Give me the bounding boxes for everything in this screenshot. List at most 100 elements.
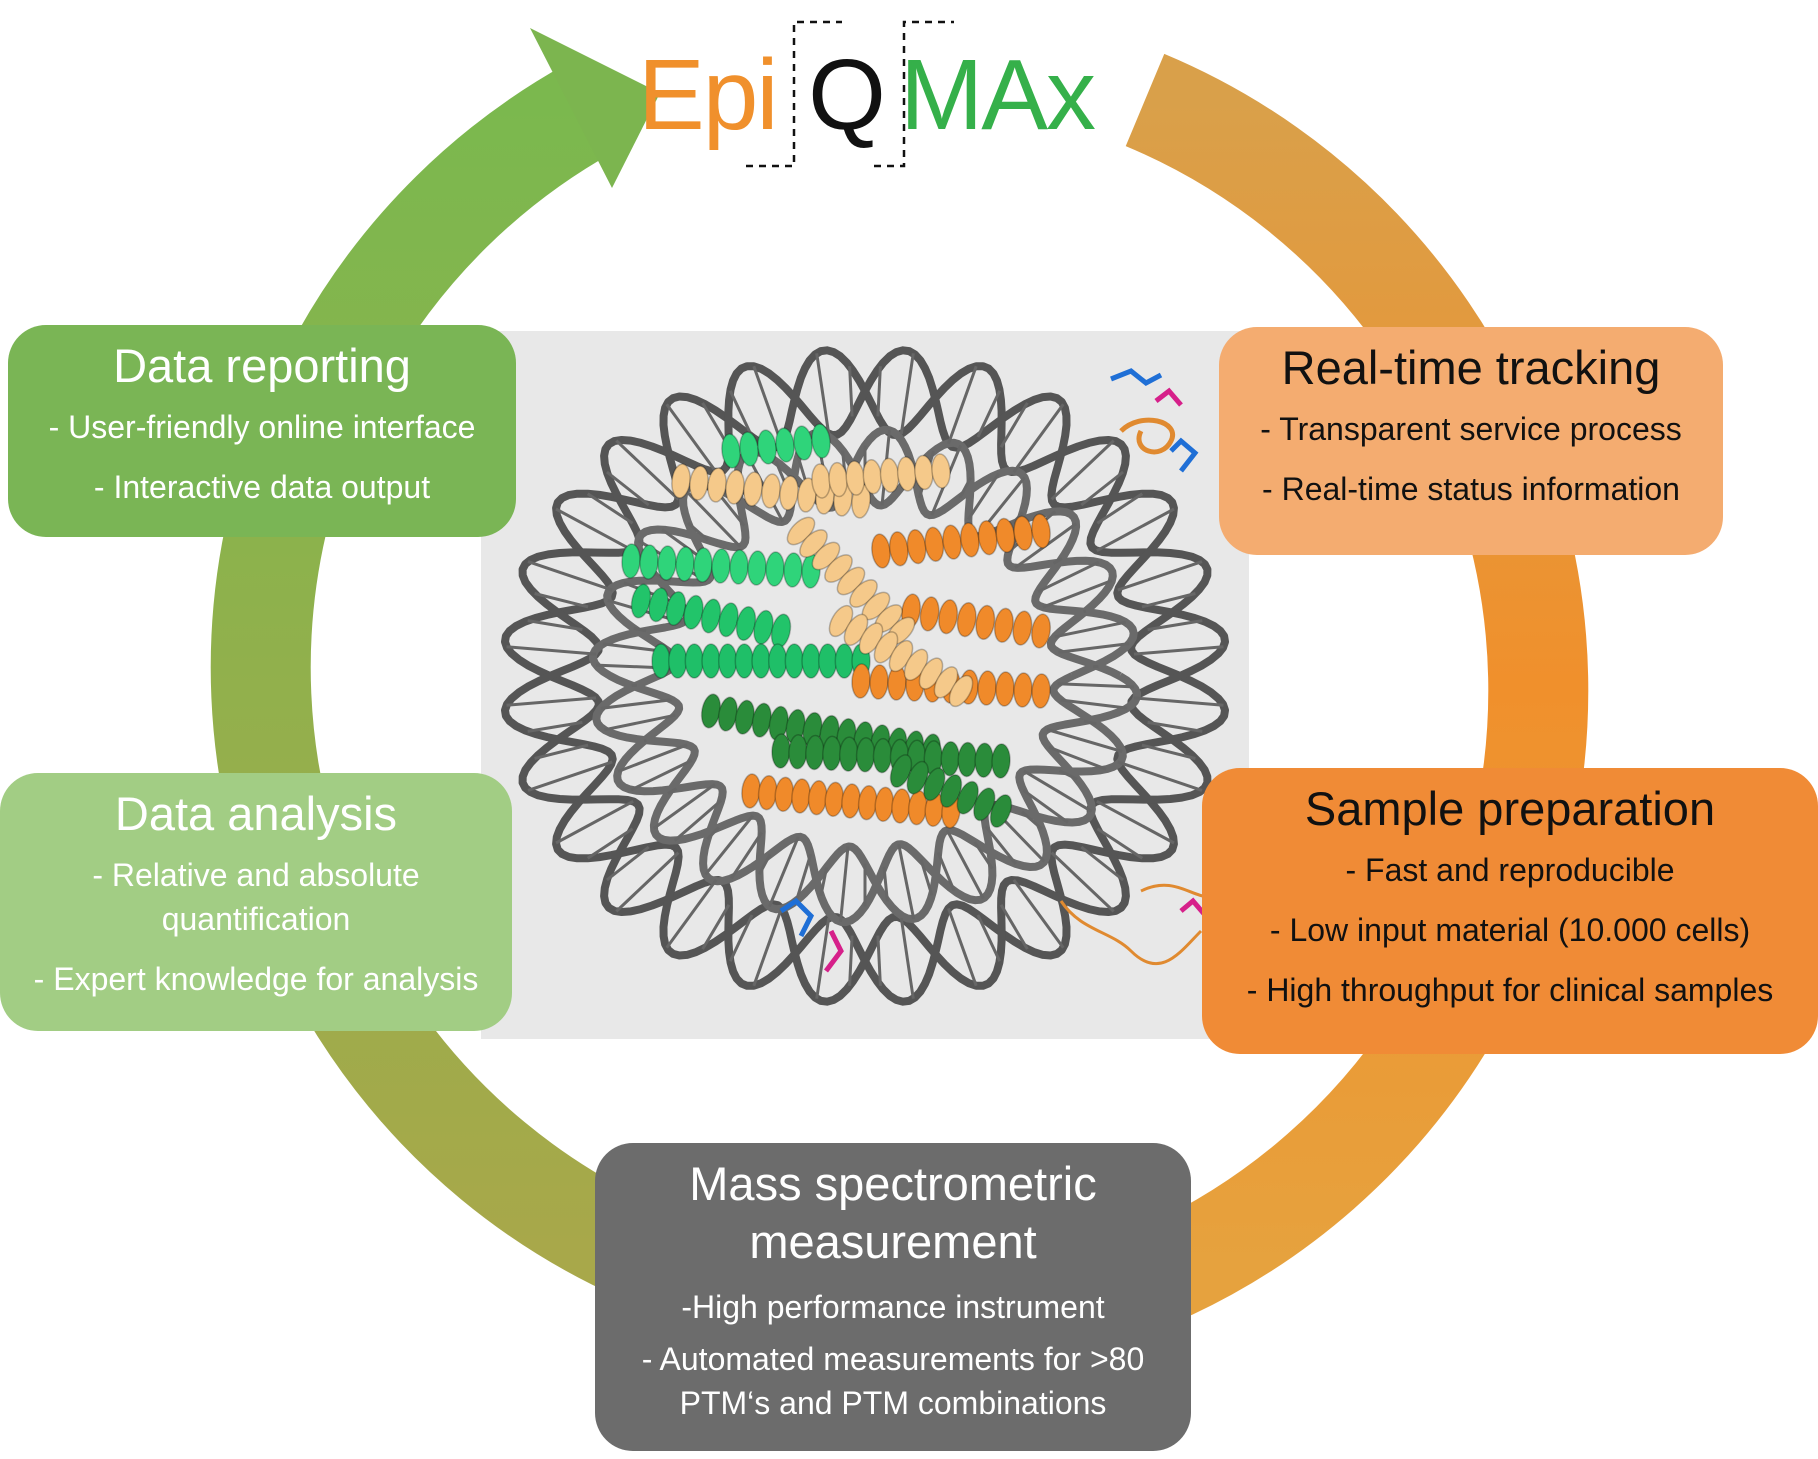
dna-base-pair bbox=[1057, 682, 1134, 689]
dna-base-pair bbox=[684, 489, 742, 548]
histone-helix-segment bbox=[869, 664, 889, 700]
histone-helix-segment bbox=[765, 551, 785, 587]
data-reporting-line: - Interactive data output bbox=[93, 469, 431, 505]
dna-base-pair bbox=[945, 829, 985, 900]
histone-helix-segment bbox=[948, 674, 974, 708]
dna-base-pair bbox=[752, 365, 783, 445]
histone-helix-segment bbox=[739, 431, 759, 467]
dna-base-pair bbox=[936, 852, 956, 892]
histone-helix-segment bbox=[751, 643, 771, 679]
dna-base-pair bbox=[1042, 579, 1113, 609]
nucleosome-illustration bbox=[481, 331, 1249, 1039]
dna-base-pair bbox=[667, 787, 678, 795]
histone-helix-segment bbox=[811, 423, 831, 459]
histone-helix-segment bbox=[931, 453, 951, 489]
histone-core bbox=[621, 423, 1052, 829]
logo-q: Q bbox=[808, 39, 886, 151]
data-analysis-line: - Relative and absolute quantification bbox=[92, 857, 420, 937]
dna-base-pair bbox=[1023, 769, 1093, 813]
dna-base-pair bbox=[999, 904, 1029, 950]
dna-base-pair bbox=[534, 743, 589, 760]
data-analysis-box: Data analysis - Relative and absolute qu… bbox=[0, 773, 512, 1031]
dna-strand bbox=[589, 425, 1141, 927]
sample-preparation-box: Sample preparation - Fast and reproducib… bbox=[1202, 768, 1818, 1054]
dna-base-pair bbox=[1117, 560, 1203, 592]
histone-helix-segment bbox=[1013, 672, 1033, 708]
sample-preparation-line: - Fast and reproducible bbox=[1345, 852, 1675, 888]
dna-base-pair bbox=[947, 907, 978, 987]
dna-base-pair bbox=[527, 619, 583, 632]
data-reporting-line: - User-friendly online interface bbox=[48, 409, 476, 445]
dna-base-pair bbox=[1052, 557, 1063, 565]
histone-helix-segment bbox=[1030, 613, 1052, 649]
dna-base-pair bbox=[758, 853, 772, 876]
dna-base-pair bbox=[728, 390, 754, 438]
dna-base-pair bbox=[1037, 560, 1100, 594]
dna-base-pair bbox=[1060, 698, 1128, 710]
dna-base-pair bbox=[815, 353, 831, 435]
dna-base-pair bbox=[899, 917, 915, 999]
histone-helix-segment bbox=[721, 433, 741, 469]
histone-helix-segment bbox=[919, 596, 940, 632]
dna-base-pair bbox=[605, 470, 650, 507]
dna-base-pair bbox=[1080, 470, 1125, 507]
dna-base-pair bbox=[728, 914, 754, 962]
dna-base-pair bbox=[673, 799, 723, 842]
dna-base-pair bbox=[1022, 788, 1069, 824]
histone-helix-segment bbox=[689, 465, 709, 501]
dna-base-pair bbox=[1133, 696, 1224, 707]
dna-base-pair bbox=[687, 521, 709, 542]
dna-base-pair bbox=[876, 366, 882, 417]
histone-helix-segment bbox=[801, 643, 821, 679]
green-cycle-arrow bbox=[210, 64, 661, 1298]
dna-base-pair bbox=[1058, 642, 1130, 654]
histone-helix-segment bbox=[775, 427, 795, 463]
dna-base-pair bbox=[1012, 403, 1065, 473]
data-analysis-title: Data analysis bbox=[114, 787, 398, 840]
dna-base-pair bbox=[1021, 810, 1043, 831]
dna-base-pair bbox=[1080, 845, 1125, 882]
real-time-tracking-line: - Real-time status information bbox=[1262, 471, 1680, 507]
mass-spectrometric-measurement-line: - Automated measurements for >80 PTM‘s a… bbox=[641, 1341, 1145, 1421]
histone-helix-segment bbox=[995, 671, 1015, 707]
mass-spectrometric-measurement-box: Mass spectrometric measurement -High per… bbox=[595, 1143, 1191, 1451]
dna-base-pair bbox=[706, 826, 720, 841]
dna-base-pair bbox=[617, 743, 688, 773]
dna-base-pair bbox=[1058, 769, 1078, 781]
histone-helix-segment bbox=[851, 663, 871, 699]
logo-dashed-frame bbox=[746, 20, 954, 168]
histone-helix-segment bbox=[783, 552, 803, 588]
histone-helix-segment bbox=[707, 467, 727, 503]
mass-spectrometric-measurement-line: -High performance instrument bbox=[681, 1289, 1105, 1325]
dna-base-pair bbox=[730, 831, 763, 880]
dna-base-pair bbox=[605, 845, 650, 882]
histone-helix-segment bbox=[717, 643, 738, 679]
dna-base-pair bbox=[555, 507, 634, 553]
histone-helix-segment bbox=[761, 473, 781, 509]
histone-helix-segment bbox=[938, 599, 959, 635]
sample-preparation-line: - Low input material (10.000 cells) bbox=[1269, 912, 1751, 948]
dna-base-pair bbox=[665, 879, 718, 949]
histone-helix-segment bbox=[977, 670, 997, 706]
data-reporting-box: Data reporting - User-friendly online in… bbox=[8, 325, 516, 537]
dna-base-pair bbox=[947, 365, 978, 445]
histone-helix-segment bbox=[779, 475, 799, 511]
dna-base-pair bbox=[1048, 745, 1107, 771]
dna-base-pair bbox=[600, 698, 672, 710]
data-analysis-line: - Expert knowledge for analysis bbox=[33, 961, 479, 997]
dna-base-pair bbox=[752, 907, 783, 987]
dna-base-pair bbox=[1050, 851, 1115, 913]
dna-base-pair bbox=[768, 836, 800, 908]
histone-helix-segment bbox=[797, 477, 817, 513]
histone-helix-segment bbox=[989, 794, 1013, 828]
histone-helix-segment bbox=[767, 643, 788, 679]
dna-base-pair bbox=[615, 439, 680, 501]
histone-helix-segment bbox=[725, 469, 745, 505]
dna-base-pair bbox=[586, 492, 634, 525]
dna-base-pair bbox=[630, 758, 693, 792]
real-time-tracking-box: Real-time tracking - Transparent service… bbox=[1219, 327, 1723, 555]
histone-helix-segment bbox=[1031, 513, 1051, 549]
dna-base-pair bbox=[652, 783, 716, 830]
sample-preparation-title: Sample preparation bbox=[1304, 782, 1716, 835]
